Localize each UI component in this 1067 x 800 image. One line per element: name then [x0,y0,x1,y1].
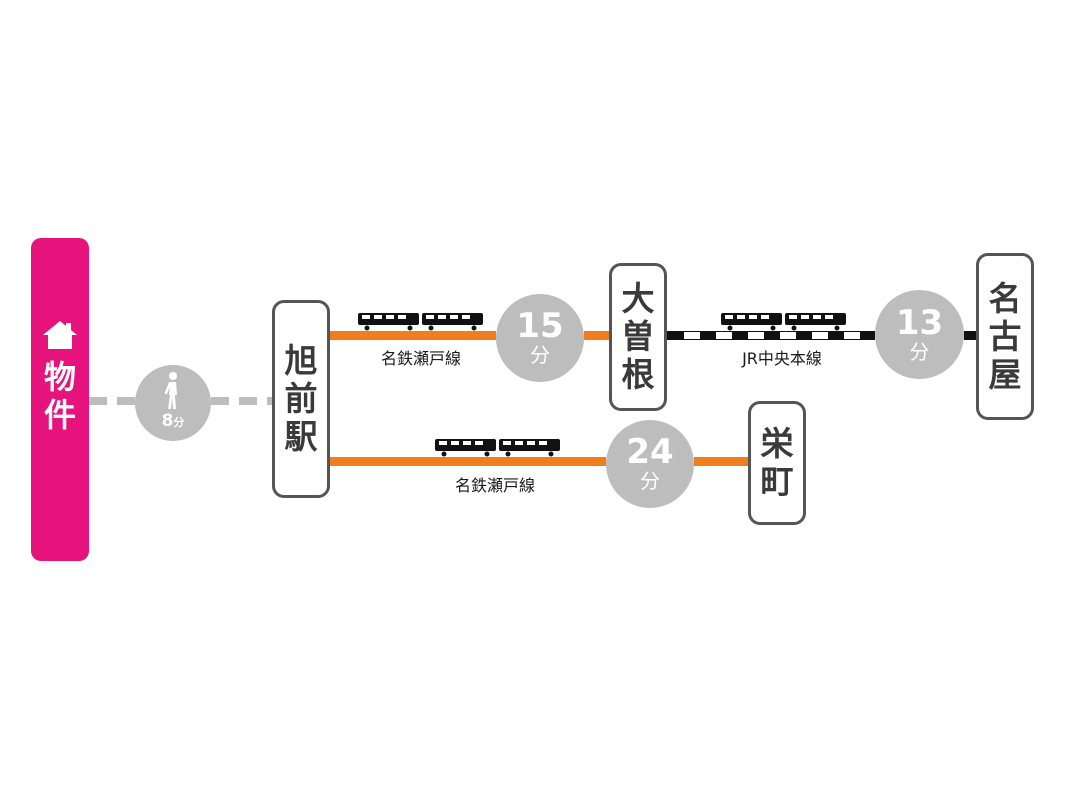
station-ozone: 大曽根 [609,263,667,411]
jr-line-stub [964,331,978,340]
time-nagoya-minutes: 13 [895,302,944,343]
station-asahimae-label: 旭前駅 [284,341,318,456]
time-ozone-unit: 分 [530,343,550,367]
walking-person-icon [164,372,177,409]
walk-path-left [89,397,135,405]
line-label-jr: JR中央本線 [742,349,822,368]
walk-unit: 分 [173,416,185,429]
station-ozone-label: 大曽根 [621,279,655,394]
time-circle-nagoya: 13 分 [875,290,964,379]
time-circle-ozone: 15 分 [496,294,584,382]
line-label-meitetsu-sakaemachi: 名鉄瀬戸線 [454,476,535,495]
walk-path-right [211,397,274,405]
property-label: 物件 [43,358,76,434]
property-box: 物件 [31,238,89,561]
line-label-meitetsu-ozone: 名鉄瀬戸線 [380,349,461,368]
meitetsu-line-to-sakaemachi-a [330,457,606,466]
time-sakaemachi-minutes: 24 [626,432,674,472]
meitetsu-line-to-ozone-b [584,331,614,340]
time-sakaemachi-unit: 分 [640,469,660,493]
train-icon [435,439,560,457]
jr-line-to-nagoya [667,331,875,340]
time-ozone-minutes: 15 [516,306,564,346]
walk-time-circle: 8分 [135,365,211,441]
time-circle-sakaemachi: 24 分 [606,420,694,508]
train-icon [358,313,483,331]
station-sakaemachi: 栄町 [748,401,806,525]
station-nagoya-label: 名古屋 [988,278,1022,394]
house-icon [43,321,77,349]
meitetsu-line-to-ozone-a [330,331,496,340]
train-icon [721,313,846,331]
station-nagoya: 名古屋 [976,253,1034,420]
walk-minutes: 8 [161,411,174,431]
time-nagoya-unit: 分 [909,339,930,364]
meitetsu-line-to-sakaemachi-b [694,457,750,466]
station-asahimae: 旭前駅 [272,300,330,498]
station-sakaemachi-label: 栄町 [760,424,794,501]
